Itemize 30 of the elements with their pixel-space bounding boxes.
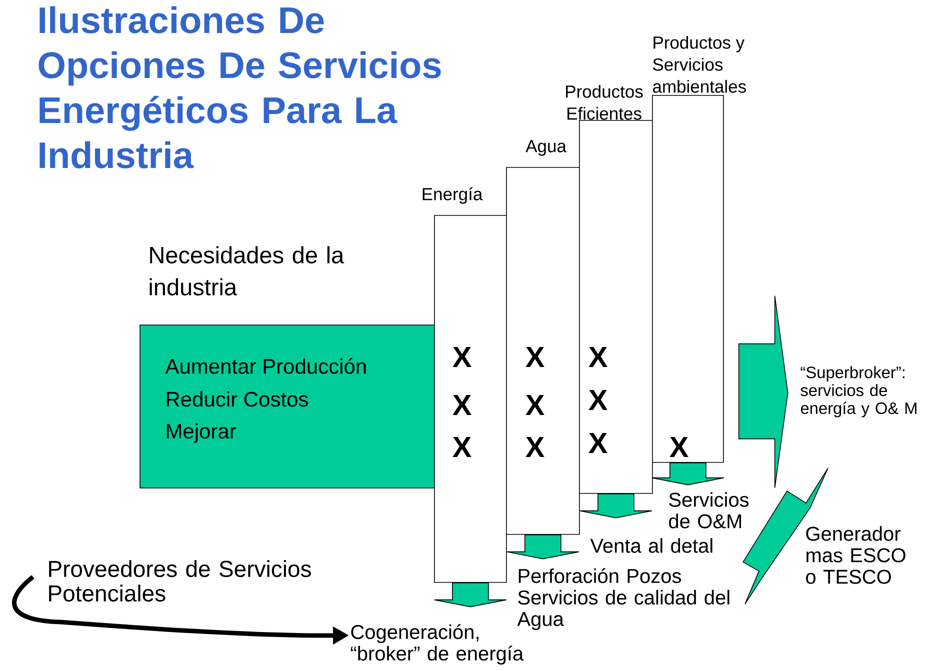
- list-item: Aumentar Producción: [165, 358, 366, 374]
- text-label: Proveedores de Servicios Potenciales: [49, 560, 311, 602]
- text-label: Venta al detal: [590, 538, 712, 553]
- x-mark: X: [526, 395, 544, 415]
- x-mark: X: [452, 395, 472, 415]
- x-mark: X: [588, 433, 608, 453]
- x-mark: X: [452, 347, 472, 367]
- block-arrow: [434, 582, 507, 608]
- column-label: Agua: [526, 140, 566, 156]
- x-mark: X: [670, 437, 688, 457]
- text-label: “Superbroker”: servicios de energía y O& M: [800, 366, 916, 418]
- block-arrow: [506, 534, 580, 560]
- column-label: Productos y Servicios ambientales: [652, 36, 746, 93]
- x-mark: X: [588, 347, 608, 367]
- column-label: Energía: [422, 187, 483, 204]
- x-mark: X: [588, 390, 608, 410]
- title: Ilustraciones De Opciones De Servicios Energéticos Para La Industria: [38, 6, 441, 168]
- x-mark: X: [526, 437, 544, 457]
- list-item: Reducir Costos: [166, 391, 308, 407]
- x-mark: X: [526, 347, 544, 367]
- x-mark: X: [452, 437, 472, 457]
- text-label: Servicios de O&M: [669, 492, 749, 528]
- column-label: Productos Eficientes: [566, 84, 643, 120]
- block-arrow: [738, 295, 788, 488]
- block-arrow: [580, 493, 652, 518]
- text-label: Perforación Pozos Servicios de calidad del Agua: [517, 568, 730, 630]
- box-heading: Necesidades de la industria: [150, 246, 344, 296]
- list-item: Mejorar: [166, 423, 236, 443]
- text-label: Generador mas ESCO o TESCO: [806, 526, 906, 584]
- block-arrow: [652, 462, 724, 486]
